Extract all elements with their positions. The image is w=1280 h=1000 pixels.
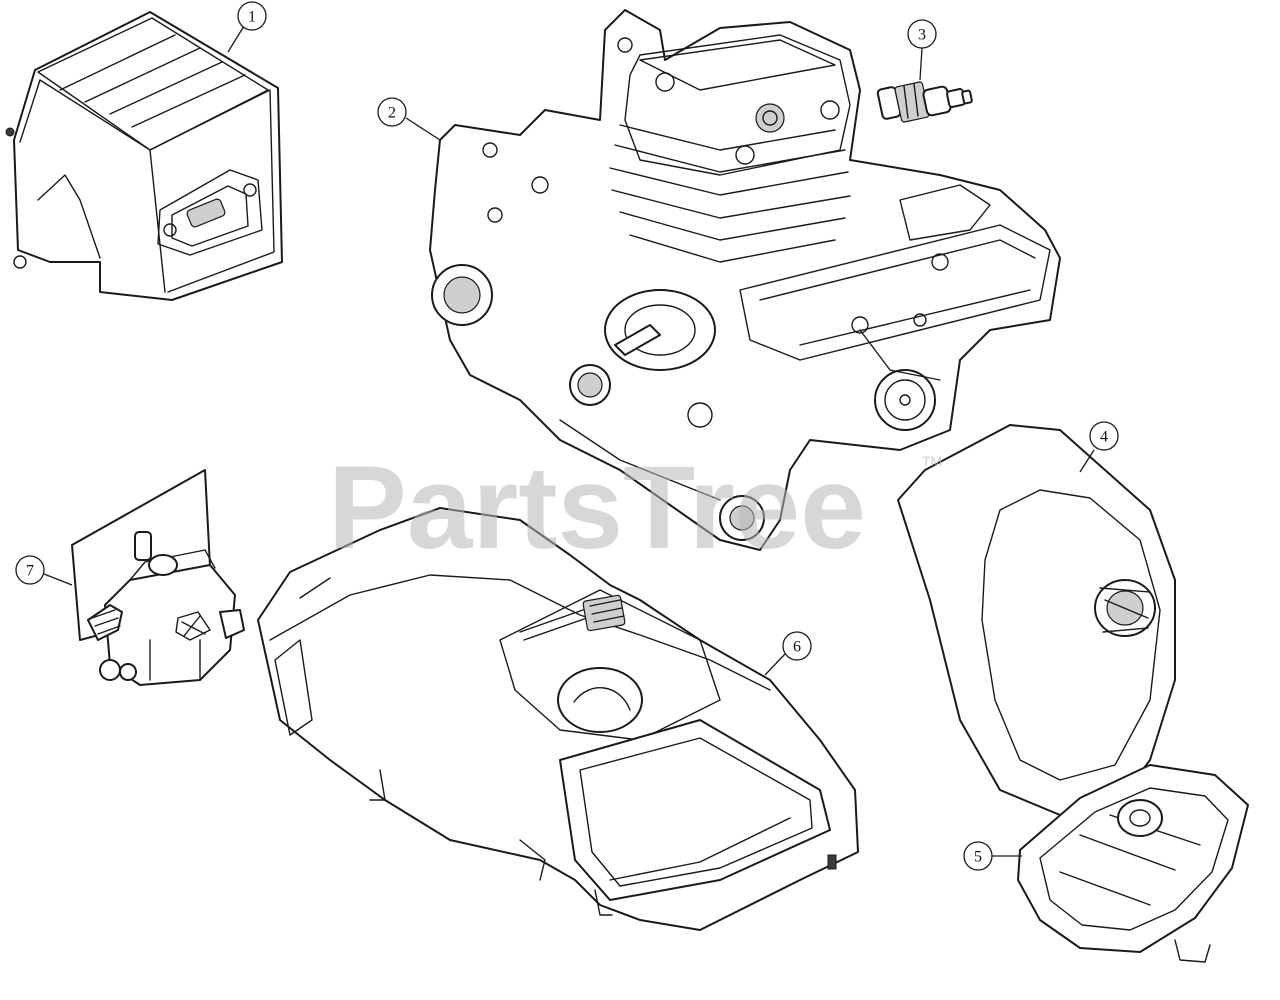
callout-3: 3 [907, 19, 937, 81]
callout-2-label: 2 [388, 105, 396, 122]
callout-3-label: 3 [918, 27, 926, 44]
watermark-text: PartsTree [328, 442, 866, 574]
watermark-trademark: TM [922, 453, 942, 469]
part-top-cover [897, 424, 1176, 816]
callout-6: 6 [764, 631, 812, 676]
callout-7: 7 [15, 555, 73, 586]
callout-7-label: 7 [26, 563, 34, 580]
callout-4-label: 4 [1100, 429, 1108, 446]
callout-1-label: 1 [248, 9, 256, 26]
watermark: PartsTree TM [328, 442, 942, 574]
callout-1: 1 [227, 1, 267, 53]
part-crankcase-engine [429, 9, 1061, 551]
part-muffler [5, 11, 283, 301]
callout-5: 5 [963, 841, 1022, 871]
callout-2: 2 [377, 97, 441, 141]
part-spark-plug [876, 81, 973, 123]
callout-5-label: 5 [974, 849, 982, 866]
part-carburetor [71, 469, 245, 686]
part-air-filter [1017, 764, 1249, 963]
part-rear-housing [257, 507, 859, 931]
callout-4: 4 [1079, 421, 1119, 473]
callout-6-label: 6 [793, 639, 801, 656]
